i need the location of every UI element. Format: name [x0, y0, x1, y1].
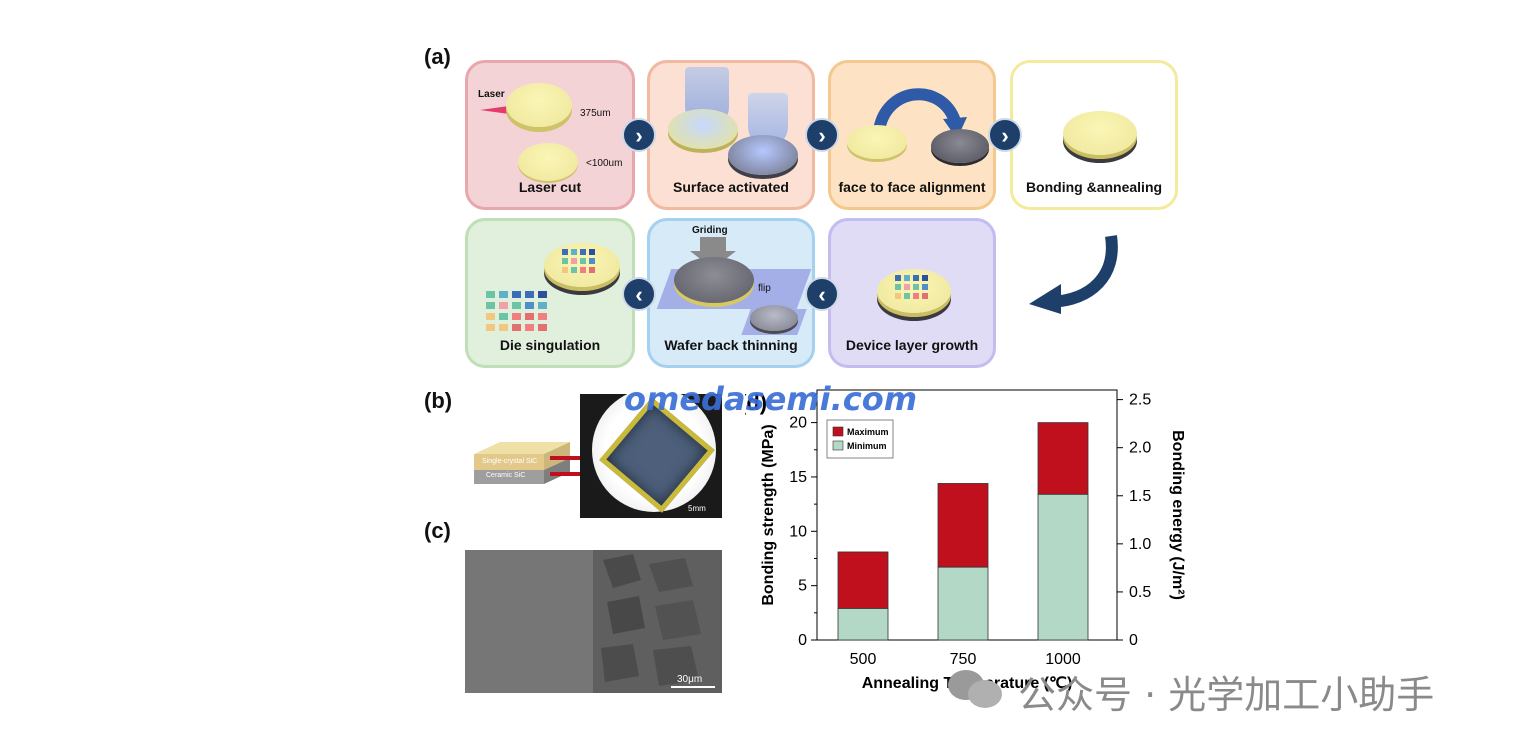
y2-axis-label: Bonding energy (J/m²): [1169, 430, 1186, 600]
y2-tick-label: 0: [1129, 632, 1138, 649]
step-label-device-layer-growth: Device layer growth: [845, 337, 979, 353]
singulated-dies: [486, 291, 547, 331]
y-tick-label: 0: [798, 632, 807, 649]
curved-down-arrow-icon: [1029, 235, 1118, 314]
panel-label-d: (d): [745, 390, 767, 415]
bonded-sample-photo: 5mm: [580, 394, 722, 518]
step-label-face-alignment: face to face alignment: [838, 179, 986, 195]
align-wafer-yellow: [847, 125, 907, 159]
activated-wafer-2: [728, 135, 798, 175]
flip-arrow-icon: [873, 88, 967, 139]
step-die-singulation: Die singulation: [465, 218, 635, 368]
legend-box: [826, 419, 894, 459]
sem-image: 30μm: [465, 550, 722, 693]
step-label-bonding-annealing: Bonding &annealing: [1025, 179, 1163, 195]
bonded-wafer: [1063, 111, 1137, 155]
bar-maximum: [837, 551, 889, 609]
sem-scale-line: [671, 686, 715, 688]
y-tick-label: 5: [798, 578, 807, 595]
bar-minimum: [937, 566, 989, 641]
griding-label: Griding: [692, 225, 728, 236]
step-surface-activated: Surface activated: [647, 60, 815, 210]
bar-maximum: [937, 483, 989, 568]
wafer-thick: [506, 83, 572, 127]
y2-tick-label: 2.0: [1129, 440, 1151, 457]
thickness-375-label: 375um: [580, 108, 611, 119]
chevron-right-icon-1: ›: [622, 118, 656, 152]
y-tick-label: 20: [789, 415, 807, 432]
legend-label-maximum: Maximum: [847, 427, 889, 437]
step-bonding-annealing: Bonding &annealing: [1010, 60, 1178, 210]
bonding-chart: 0 5 10 15 20 0 0.5 1.0 1.5 2.0 2.5 500 750 1000 Maximu…: [745, 389, 1186, 692]
chevron-right-icon-3: ›: [988, 118, 1022, 152]
flipped-wafer: [750, 305, 798, 331]
bar-minimum: [837, 608, 889, 641]
footer-watermark: 公众号 · 光学加工小助手: [1018, 673, 1435, 717]
legend-swatch-minimum: [832, 440, 844, 451]
panel-label-b: (b): [424, 388, 453, 413]
step-label-surface-activated: Surface activated: [673, 179, 789, 195]
y-tick-label: 10: [789, 523, 807, 540]
panel-label-a: (a): [424, 44, 451, 69]
step-label-laser-cut: Laser cut: [518, 179, 582, 195]
bar-maximum: [1037, 422, 1089, 495]
y2-tick-label: 1.5: [1129, 488, 1151, 505]
layer-single-crystal-label: Single-crystal SiC: [482, 458, 538, 465]
scale-bar-30um: 30μm: [677, 674, 703, 685]
y2-tick-label: 2.5: [1129, 392, 1151, 409]
y2-tick-label: 0.5: [1129, 584, 1151, 601]
wafer-thin: [518, 143, 578, 181]
sic-stack-illustration: Single-crystal SiC Ceramic SiC: [474, 440, 574, 484]
laser-label: Laser: [478, 89, 505, 100]
legend-label-minimum: Minimum: [847, 441, 887, 451]
layer-ceramic-label: Ceramic SiC: [486, 472, 526, 479]
wafer-die-grid: [562, 249, 595, 273]
thickness-100-label: <100um: [586, 158, 623, 169]
step-label-wafer-back-thinning: Wafer back thinning: [664, 337, 798, 353]
device-die-grid: [895, 275, 928, 299]
sem-grains: [601, 554, 701, 686]
y2-tick-label: 1.0: [1129, 536, 1151, 553]
x-tick-label: 750: [950, 651, 977, 668]
x-tick-label: 1000: [1045, 651, 1081, 668]
griding-arrow-icon: [690, 237, 736, 269]
panel-label-c: (c): [424, 518, 451, 543]
flip-label: flip: [758, 283, 771, 294]
sic-stack-shape: [474, 442, 570, 484]
site-watermark: omedasemi.com: [624, 380, 918, 418]
legend-swatch-maximum: [832, 426, 844, 437]
sem-left-half: [465, 550, 593, 693]
step-device-layer-growth: Device layer growth: [828, 218, 996, 368]
activated-wafer-1: [668, 109, 738, 149]
y-axis-label: Bonding strength (MPa): [760, 424, 777, 605]
step-wafer-back-thinning: Griding flip Wafer back thinning: [647, 218, 815, 368]
step-face-alignment: face to face alignment: [828, 60, 996, 210]
bar-minimum: [1037, 493, 1089, 641]
step-laser-cut: Laser 375um <100um Laser cut: [465, 60, 635, 210]
step-label-die-singulation: Die singulation: [499, 337, 601, 353]
chevron-right-icon-2: ›: [805, 118, 839, 152]
chevron-left-icon-2: ‹: [622, 277, 656, 311]
x-tick-label: 500: [850, 651, 877, 668]
align-wafer-dark: [931, 129, 989, 163]
wechat-icon: [948, 668, 1008, 710]
scale-bar-5mm: 5mm: [688, 504, 706, 513]
chevron-left-icon-1: ‹: [805, 277, 839, 311]
y-tick-label: 15: [789, 469, 807, 486]
thinning-wafer: [674, 257, 754, 303]
